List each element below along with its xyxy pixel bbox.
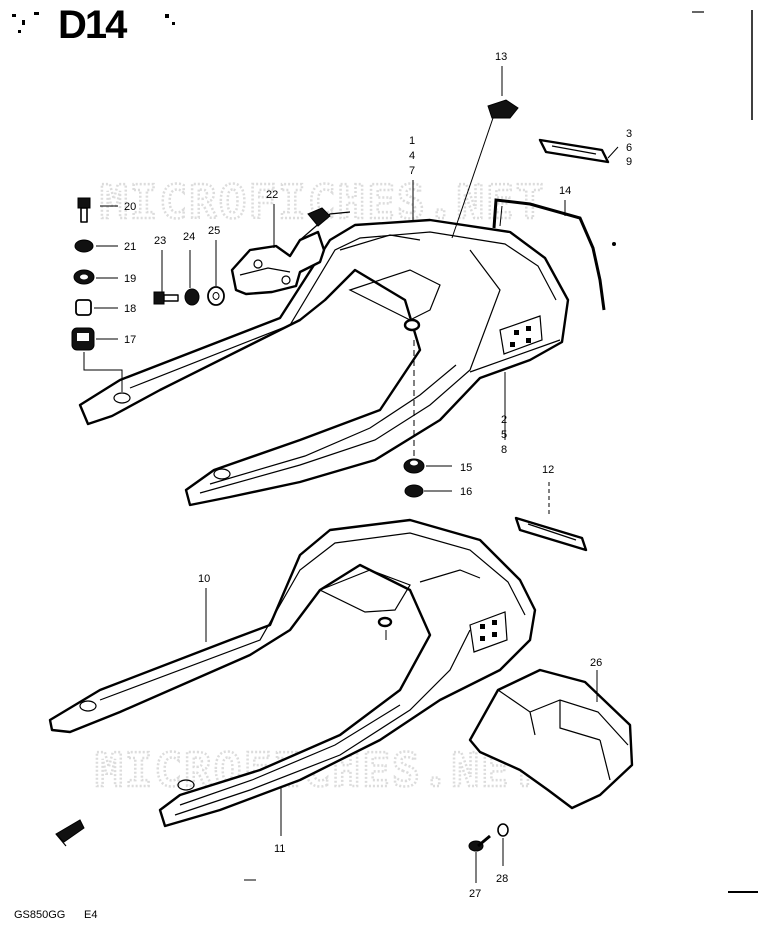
bolt-20 xyxy=(77,197,91,223)
callout-23: 23 xyxy=(154,235,166,247)
callout-1: 1 xyxy=(409,135,415,147)
region-code: E4 xyxy=(84,909,97,921)
upper-tail-cover xyxy=(78,218,570,507)
speck xyxy=(612,242,616,246)
callout-9: 9 xyxy=(626,156,632,168)
callout-6: 6 xyxy=(626,142,632,154)
callout-10: 10 xyxy=(198,573,210,585)
callout-15: 15 xyxy=(460,462,472,474)
spacer-18 xyxy=(75,299,92,316)
callout-labels: 1 4 7 2 5 8 3 6 9 13 14 20 21 19 18 17 2… xyxy=(124,51,632,900)
header-speckle xyxy=(12,12,175,33)
callout-4: 4 xyxy=(409,150,415,162)
nut-16 xyxy=(404,484,424,498)
screw-27 xyxy=(468,834,491,852)
seat-lock-part xyxy=(230,207,351,296)
washer-25 xyxy=(207,286,225,306)
callout-5: 5 xyxy=(501,429,507,441)
callout-18: 18 xyxy=(124,303,136,315)
leader-lines xyxy=(83,66,619,883)
bolt-23 xyxy=(153,291,179,305)
callout-17: 17 xyxy=(124,334,136,346)
callout-16: 16 xyxy=(460,486,472,498)
callout-3: 3 xyxy=(626,128,632,140)
callout-21: 21 xyxy=(124,241,136,253)
front-arrow-icon xyxy=(55,819,85,847)
callout-14: 14 xyxy=(559,185,571,197)
callout-26: 26 xyxy=(590,657,602,669)
callout-7: 7 xyxy=(409,165,415,177)
callout-12: 12 xyxy=(542,464,554,476)
lower-tail-cover xyxy=(48,518,537,828)
nut-21 xyxy=(74,239,94,253)
washer-19 xyxy=(73,269,95,285)
cushion-17 xyxy=(71,327,95,351)
section-code: D14 xyxy=(58,3,128,47)
callout-20: 20 xyxy=(124,201,136,213)
callout-2: 2 xyxy=(501,414,507,426)
cushion-15 xyxy=(403,458,425,474)
emblem-lower xyxy=(514,516,588,552)
callout-22: 22 xyxy=(266,189,278,201)
washer-24 xyxy=(184,288,200,306)
callout-27: 27 xyxy=(469,888,481,900)
callout-24: 24 xyxy=(183,231,195,243)
mudguard-part xyxy=(468,668,634,810)
model-code: GS850GG xyxy=(14,909,65,921)
washer-28 xyxy=(497,823,509,837)
emblem-upper xyxy=(538,138,610,164)
grommet-part xyxy=(487,99,519,119)
callout-19: 19 xyxy=(124,273,136,285)
callout-11: 11 xyxy=(274,843,285,855)
callout-13: 13 xyxy=(495,51,507,63)
callout-28: 28 xyxy=(496,873,508,885)
callout-25: 25 xyxy=(208,225,220,237)
callout-8: 8 xyxy=(501,444,507,456)
grab-rail-part xyxy=(492,198,606,311)
